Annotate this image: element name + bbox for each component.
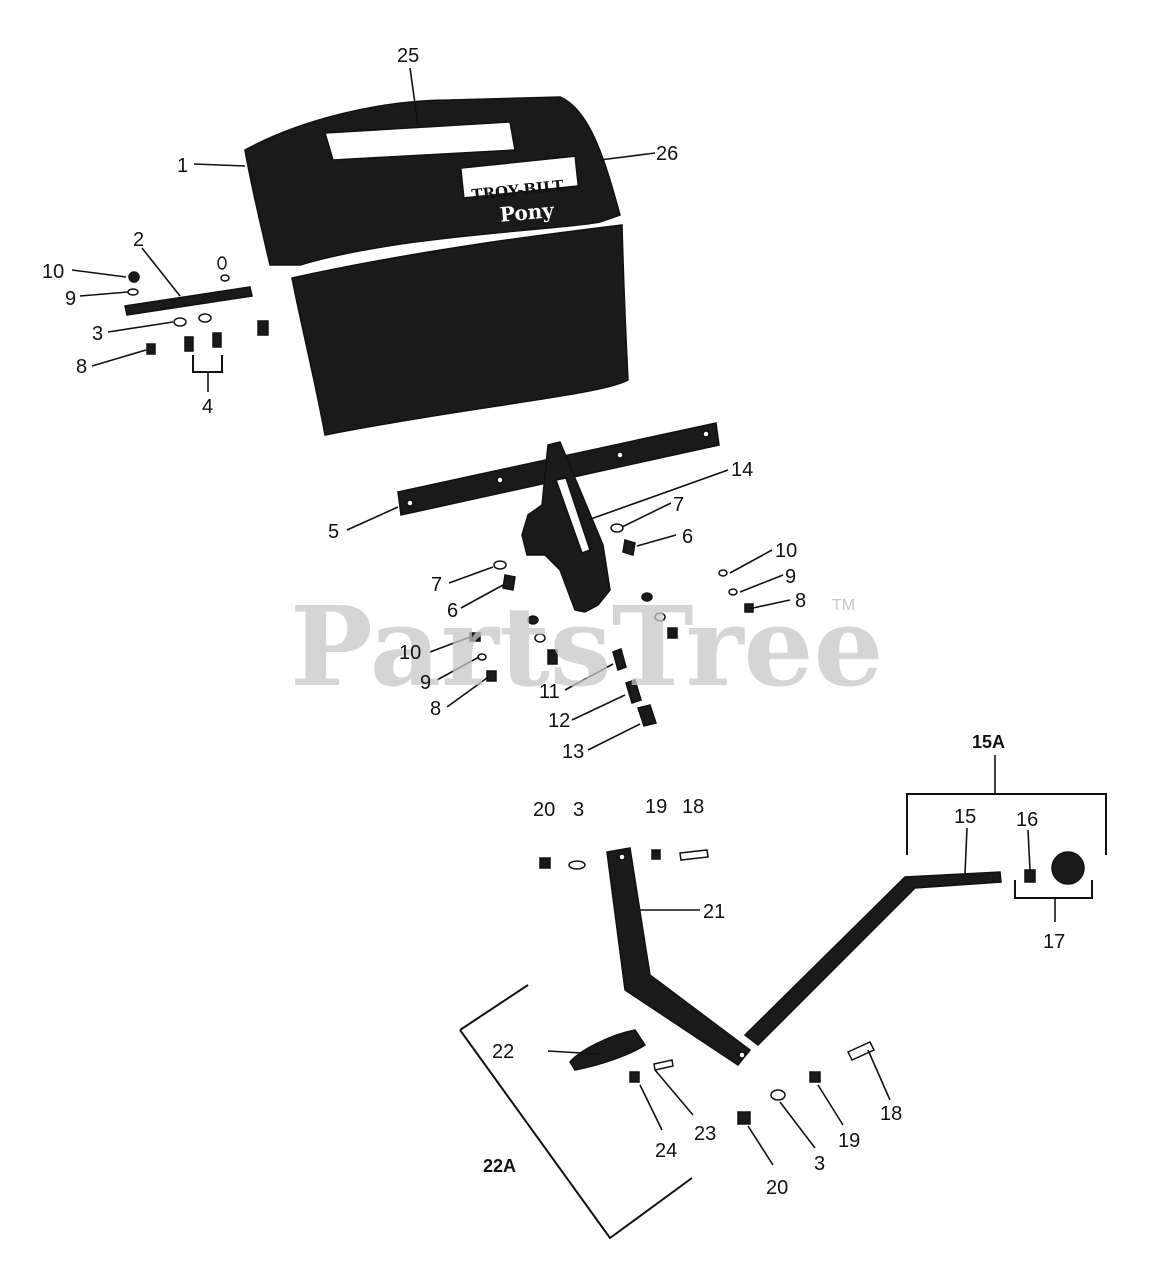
callout-labels: 25 26 1 2 10 9 3 8 4 14 5 7 6 7 6 10 9 8… <box>42 45 1065 1199</box>
latch-22 <box>569 1029 647 1071</box>
callout-18: 18 <box>880 1103 902 1125</box>
callout-24: 24 <box>655 1140 677 1162</box>
hood-decal <box>459 155 580 199</box>
callout-12: 12 <box>548 710 570 732</box>
callout-25: 25 <box>397 45 419 67</box>
callout-3: 3 <box>573 799 584 821</box>
callout-13: 13 <box>562 741 584 763</box>
callout-14: 14 <box>731 459 753 481</box>
callout-19: 19 <box>645 796 667 818</box>
bracket-15A <box>906 793 1107 855</box>
callout-22A: 22A <box>483 1156 516 1176</box>
hinge-strip-2 <box>124 286 253 316</box>
callout-19: 19 <box>838 1130 860 1152</box>
decal-model: Pony <box>499 198 556 227</box>
callout-5: 5 <box>328 521 339 543</box>
callout-7: 7 <box>431 574 442 596</box>
callout-10: 10 <box>42 261 64 283</box>
callout-6: 6 <box>682 526 693 548</box>
handle-15 <box>743 871 1002 1046</box>
callout-4: 4 <box>202 396 213 418</box>
bracket-17 <box>1014 880 1093 899</box>
callout-21: 21 <box>703 901 725 923</box>
callout-7: 7 <box>673 494 684 516</box>
callout-11: 11 <box>539 681 560 703</box>
callout-8: 8 <box>430 698 441 720</box>
callout-9: 9 <box>420 672 431 694</box>
callout-17: 17 <box>1043 931 1065 953</box>
callout-15: 15 <box>954 806 976 828</box>
callout-3: 3 <box>92 323 103 345</box>
callout-10: 10 <box>399 642 421 664</box>
center-hardware <box>469 523 754 727</box>
handle-21 <box>606 847 752 1067</box>
frame-14 <box>521 441 611 613</box>
lower-hardware <box>569 1029 876 1125</box>
left-hardware <box>124 256 269 355</box>
leader-lines <box>71 67 1056 1166</box>
callout-1: 1 <box>177 155 188 177</box>
callout-8: 8 <box>795 590 806 612</box>
callout-18: 18 <box>682 796 704 818</box>
callout-23: 23 <box>694 1123 716 1145</box>
handle-assembly <box>539 847 1085 1067</box>
callout-26: 26 <box>656 143 678 165</box>
callout-10: 10 <box>775 540 797 562</box>
tine-hood: TROY-BILT Pony <box>244 96 629 436</box>
watermark: PartsTree TM <box>290 582 884 711</box>
callout-20: 20 <box>766 1177 788 1199</box>
callout-20: 20 <box>533 799 555 821</box>
callout-22: 22 <box>492 1041 514 1063</box>
watermark-text: PartsTree <box>290 582 884 711</box>
mount-assembly <box>397 422 720 613</box>
callout-2: 2 <box>133 229 144 251</box>
callout-8: 8 <box>76 356 87 378</box>
callout-9: 9 <box>65 288 76 310</box>
hood-top-plate <box>324 121 516 161</box>
callout-6: 6 <box>447 600 458 622</box>
watermark-tm: TM <box>832 597 855 614</box>
bracket-4 <box>192 355 223 373</box>
callout-9: 9 <box>785 566 796 588</box>
bracket-22A <box>459 984 693 1240</box>
callout-16: 16 <box>1016 809 1038 831</box>
callout-3: 3 <box>814 1153 825 1175</box>
callout-15A: 15A <box>972 732 1005 752</box>
